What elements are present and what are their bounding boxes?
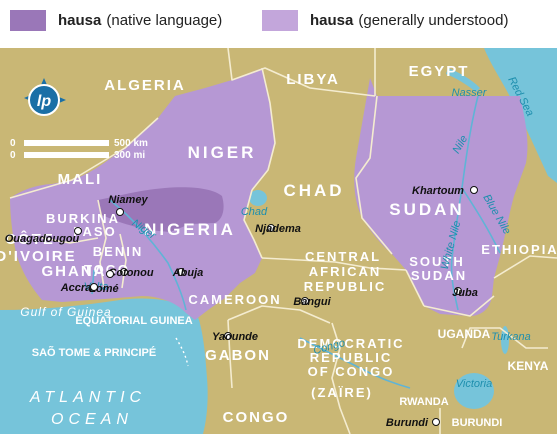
lake-victoria <box>454 373 494 409</box>
cities: Niamey Ouagadougou Abuja Njadema Khartou… <box>5 185 478 429</box>
city-khartoum: Khartoum <box>412 185 478 197</box>
legend-desc-understood: (generally understood) <box>358 12 509 29</box>
label-south: SOUTH <box>409 254 465 269</box>
label-chad: CHAD <box>283 181 344 200</box>
city-abuja: Abuja <box>172 267 204 279</box>
label-gulf-of-guinea: Gulf of Guinea <box>20 305 111 319</box>
label-south-sudan: SUDAN <box>411 268 467 283</box>
label-car-2: AFRICAN <box>309 264 382 279</box>
maritime-boundary <box>175 337 189 367</box>
city-cotonou: Cotonou <box>108 267 153 279</box>
label-egypt: EGYPT <box>409 63 470 80</box>
label-rwanda: RWANDA <box>399 396 448 408</box>
label-benin: BENIN <box>93 244 143 259</box>
lonely-planet-logo: lp <box>24 78 66 116</box>
label-faso: FASO <box>73 224 116 239</box>
lake-chad <box>249 190 267 206</box>
city-label-bangui: Bangui <box>293 296 331 308</box>
label-togo: TOGO <box>84 262 130 277</box>
label-niger: NIGER <box>188 143 257 162</box>
label-eq-guinea: EQUATORIAL GUINEA <box>75 315 192 327</box>
label-nasser: Nasser <box>452 87 488 99</box>
label-car-1: CENTRAL <box>305 249 381 264</box>
legend-swatch-native <box>10 10 46 31</box>
hausa-understood-east <box>354 78 528 316</box>
hausa-native <box>98 187 224 232</box>
label-drc-2: REPUBLIC <box>310 350 392 365</box>
map-canvas: lp 0 0 500 km 300 mi ALGERIA LIBYA EGYPT… <box>0 48 557 434</box>
label-drc-3: OF CONGO <box>308 364 395 379</box>
label-algeria: ALGERIA <box>104 77 186 94</box>
legend-desc-native: (native language) <box>106 12 223 29</box>
city-label-juba: Juba <box>452 287 478 299</box>
label-turkana: Turkana <box>491 331 531 343</box>
city-label-yaounde: Yaounde <box>212 331 258 343</box>
country-labels: ALGERIA LIBYA EGYPT MALI NIGER CHAD SUDA… <box>0 63 557 429</box>
map-legend: hausa (native language) hausa (generally… <box>0 0 557 48</box>
legend-item-understood: hausa (generally understood) <box>262 10 508 31</box>
label-congo: CONGO <box>223 409 290 426</box>
city-niamey: Niamey <box>108 194 148 216</box>
city-njadema: Njadema <box>255 223 301 235</box>
logo-text: lp <box>37 93 51 110</box>
label-burundi: BURUNDI <box>452 417 503 429</box>
scale-km: 500 km <box>114 138 148 149</box>
label-burkina: BURKINA <box>46 211 120 226</box>
city-label-burundi: Burundi <box>386 417 429 429</box>
scale-mi: 300 mi <box>114 150 145 161</box>
label-victoria: Victoria <box>456 378 492 390</box>
label-cote: CÔTE <box>5 230 55 248</box>
label-divoire: D'IVOIRE <box>0 248 77 265</box>
rivers <box>91 95 501 389</box>
city-bangui: Bangui <box>293 296 331 308</box>
label-ocean: OCEAN <box>51 411 133 428</box>
map-scale: 0 0 500 km 300 mi <box>10 138 148 161</box>
label-sao-tome: SAÕ TOME & PRINCIPÉ <box>32 346 156 359</box>
scale-zero-mi: 0 <box>10 150 16 161</box>
legend-item-native: hausa (native language) <box>10 10 222 31</box>
label-ethiopia: ETHIOPIA <box>481 242 557 257</box>
label-kenya: KENYA <box>508 359 549 373</box>
sea-atlantic <box>0 298 208 434</box>
label-ghana: GHANA <box>42 263 107 280</box>
label-car-3: REPUBLIC <box>304 279 386 294</box>
label-mali: MALI <box>58 171 103 188</box>
legend-term-native: hausa <box>58 12 102 29</box>
legend-swatch-understood <box>262 10 298 31</box>
label-atlantic: ATLANTIC <box>29 389 146 406</box>
label-drc-1: DEMOCRATIC <box>297 336 404 351</box>
label-libya: LIBYA <box>286 71 340 88</box>
city-label-niamey: Niamey <box>108 194 148 206</box>
city-burundi: Burundi <box>386 417 440 429</box>
city-label-njadema: Njadema <box>255 223 301 235</box>
label-gabon: GABON <box>205 347 271 364</box>
label-uganda: UGANDA <box>438 327 491 341</box>
label-nigeria: NIGERIA <box>144 220 236 239</box>
lake-nasser <box>446 68 480 92</box>
city-label-ouagadougou: Ouagadougou <box>5 233 80 245</box>
label-sudan: SUDAN <box>389 200 464 219</box>
city-label-abuja: Abuja <box>172 267 204 279</box>
label-cameroon: CAMEROON <box>188 292 281 307</box>
city-label-cotonou: Cotonou <box>108 267 153 279</box>
city-juba: Juba <box>452 287 478 299</box>
label-chad-lake: Chad <box>241 206 268 218</box>
city-yaounde: Yaounde <box>212 331 258 343</box>
scale-zero-km: 0 <box>10 138 16 149</box>
label-drc-4: (ZAÏRE) <box>311 385 373 400</box>
city-label-accra: Accra <box>60 282 92 294</box>
city-ouagadougou: Ouagadougou <box>5 227 82 245</box>
city-accra: Accra <box>60 282 98 294</box>
city-label-khartoum: Khartoum <box>412 185 464 197</box>
legend-term-understood: hausa <box>310 12 354 29</box>
